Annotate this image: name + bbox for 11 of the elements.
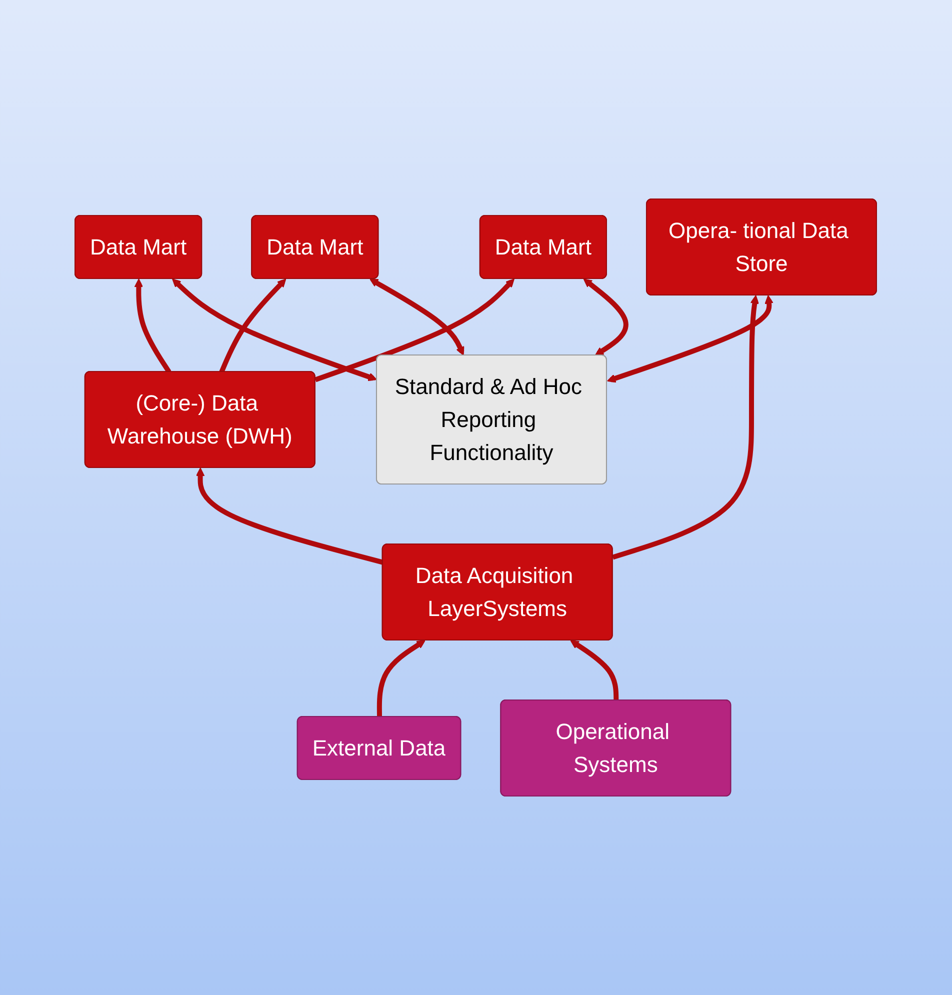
arrow xyxy=(612,295,760,560)
arrow xyxy=(607,295,774,383)
arrow xyxy=(570,640,619,701)
arrow xyxy=(377,640,426,718)
arrow xyxy=(196,468,384,565)
arrow xyxy=(584,278,629,356)
arrow xyxy=(314,278,515,382)
arrow xyxy=(172,278,378,382)
arrow xyxy=(134,278,172,374)
arrow xyxy=(370,278,464,356)
arrow xyxy=(220,278,286,373)
